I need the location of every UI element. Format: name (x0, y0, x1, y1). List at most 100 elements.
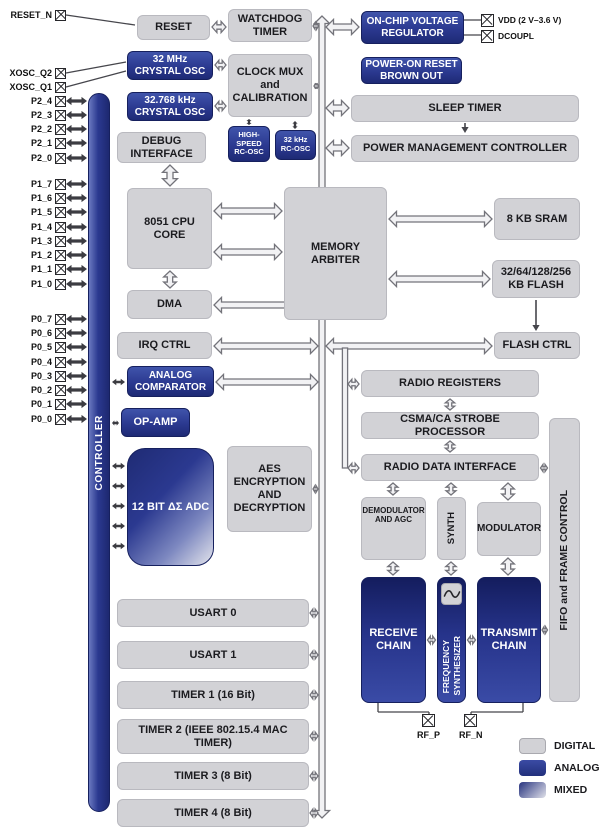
pin-pad-icon (55, 152, 66, 164)
legend-label: DIGITAL (554, 740, 596, 752)
sine-wave-icon (441, 583, 462, 605)
block-high-speed-rcosc: HIGH-SPEED RC-OSC (228, 126, 270, 162)
block-memory-arbiter: MEMORY ARBITER (284, 187, 387, 320)
pin-label: P1_0 (30, 279, 52, 289)
block-voltage-regulator: ON-CHIP VOLTAGE REGULATOR (361, 11, 464, 44)
pin-label: RESET_N (10, 10, 52, 20)
pin-label: P1_4 (30, 222, 52, 232)
pin-p2-2: P2_2 (0, 122, 66, 136)
block-flash-ctrl: FLASH CTRL (494, 332, 580, 359)
pin-pad-icon (55, 137, 66, 149)
pin-p0-0: P0_0 (0, 412, 66, 426)
block-flash: 32/64/128/256 KB FLASH (492, 260, 580, 298)
block-power-management-controller: POWER MANAGEMENT CONTROLLER (351, 135, 579, 162)
pin-label: P0_5 (30, 342, 52, 352)
block-modulator: MODULATOR (477, 502, 541, 556)
legend-label: MIXED (554, 784, 588, 796)
legend-item-digital: DIGITAL (519, 738, 595, 754)
frequency-synthesizer-label: FREQUENCY SYNTHESIZER (440, 636, 462, 696)
pin-reset-n: RESET_N (0, 8, 66, 22)
pin-p0-1: P0_1 (0, 397, 66, 411)
pin-p2-3: P2_3 (0, 108, 66, 122)
pin-pad-icon (422, 714, 435, 727)
block-timer4: TIMER 4 (8 Bit) (117, 799, 309, 827)
block-radio-data-interface: RADIO DATA INTERFACE (361, 454, 539, 481)
pin-pad-icon (55, 178, 66, 190)
pin-p1-5: P1_5 (0, 205, 66, 219)
pin-label: P1_3 (30, 236, 52, 246)
block-power-on-reset-brownout: POWER-ON RESET BROWN OUT (361, 57, 462, 84)
pin-label: XOSC_Q2 (9, 68, 52, 78)
pin-xosc-q2: XOSC_Q2 (0, 66, 66, 80)
pin-pad-icon (55, 67, 66, 79)
pin-pad-icon (55, 398, 66, 410)
pin-label: VDD (2 V–3.6 V) (498, 15, 562, 25)
block-sleep-timer: SLEEP TIMER (351, 95, 579, 122)
pin-pad-icon (481, 13, 494, 27)
pin-label: P1_1 (30, 264, 52, 274)
pin-label: XOSC_Q1 (9, 82, 52, 92)
pin-pad-icon (481, 29, 494, 43)
pin-p0-6: P0_6 (0, 326, 66, 340)
pin-pad-icon (55, 123, 66, 135)
pin-p1-4: P1_4 (0, 220, 66, 234)
pin-pad-icon (55, 192, 66, 204)
block-transmit-chain: TRANSMIT CHAIN (477, 577, 541, 703)
block-watchdog-timer: WATCHDOG TIMER (228, 9, 312, 42)
block-32khz-rcosc: 32 kHz RC-OSC (275, 130, 316, 160)
legend-label: ANALOG (554, 762, 600, 774)
block-adc: 12 BIT ΔΣ ADC (127, 448, 214, 566)
pin-label: P2_4 (30, 96, 52, 106)
pin-p1-7: P1_7 (0, 177, 66, 191)
pin-p2-0: P2_0 (0, 151, 66, 165)
block-frequency-synthesizer: FREQUENCY SYNTHESIZER (437, 577, 466, 703)
pin-p1-1: P1_1 (0, 262, 66, 276)
pin-pad-icon (55, 413, 66, 425)
pin-p1-0: P1_0 (0, 277, 66, 291)
pin-pad-icon (55, 263, 66, 275)
block-32khz-crystal-osc: 32.768 kHz CRYSTAL OSC (127, 92, 213, 121)
pin-label: P2_2 (30, 124, 52, 134)
pin-dcoupl: DCOUPL (481, 29, 534, 43)
pin-label: P2_1 (30, 138, 52, 148)
pin-pad-icon (55, 109, 66, 121)
pin-p0-4: P0_4 (0, 355, 66, 369)
pin-label: P1_7 (30, 179, 52, 189)
pin-pad-icon (55, 278, 66, 290)
pin-label: P0_0 (30, 414, 52, 424)
pin-pad-icon (55, 249, 66, 261)
legend-item-analog: ANALOG (519, 760, 600, 776)
block-aes: AES ENCRYPTION AND DECRYPTION (227, 446, 312, 532)
controller-label: CONTROLLER (93, 414, 105, 491)
pin-p0-3: P0_3 (0, 369, 66, 383)
block-usart0: USART 0 (117, 599, 309, 627)
pin-label: RF_P (417, 730, 441, 740)
block-radio-registers: RADIO REGISTERS (361, 370, 539, 397)
pin-label: P0_6 (30, 328, 52, 338)
pin-label: DCOUPL (498, 31, 534, 41)
block-op-amp: OP-AMP (121, 408, 190, 437)
pin-pad-icon (55, 221, 66, 233)
block-32mhz-crystal-osc: 32 MHz CRYSTAL OSC (127, 51, 213, 80)
pin-p1-2: P1_2 (0, 248, 66, 262)
pin-pad-icon (55, 341, 66, 353)
pin-label: P0_3 (30, 371, 52, 381)
pin-p1-3: P1_3 (0, 234, 66, 248)
pin-label: P0_4 (30, 357, 52, 367)
pin-label: P2_0 (30, 153, 52, 163)
pin-label: P0_7 (30, 314, 52, 324)
block-debug-interface: DEBUG INTERFACE (117, 132, 206, 163)
pin-p0-7: P0_7 (0, 312, 66, 326)
legend-swatch-analog (519, 760, 546, 776)
pin-label: P0_1 (30, 399, 52, 409)
fifo-label: FIFO and FRAME CONTROL (558, 489, 571, 631)
pin-p1-6: P1_6 (0, 191, 66, 205)
block-demodulator-agc: DEMODULATOR AND AGC (361, 497, 426, 560)
pin-label: RF_N (459, 730, 483, 740)
pin-label: P1_6 (30, 193, 52, 203)
pin-pad-icon (55, 206, 66, 218)
block-dma: DMA (127, 290, 212, 319)
pin-xosc-q1: XOSC_Q1 (0, 80, 66, 94)
block-timer2: TIMER 2 (IEEE 802.15.4 MAC TIMER) (117, 719, 309, 754)
